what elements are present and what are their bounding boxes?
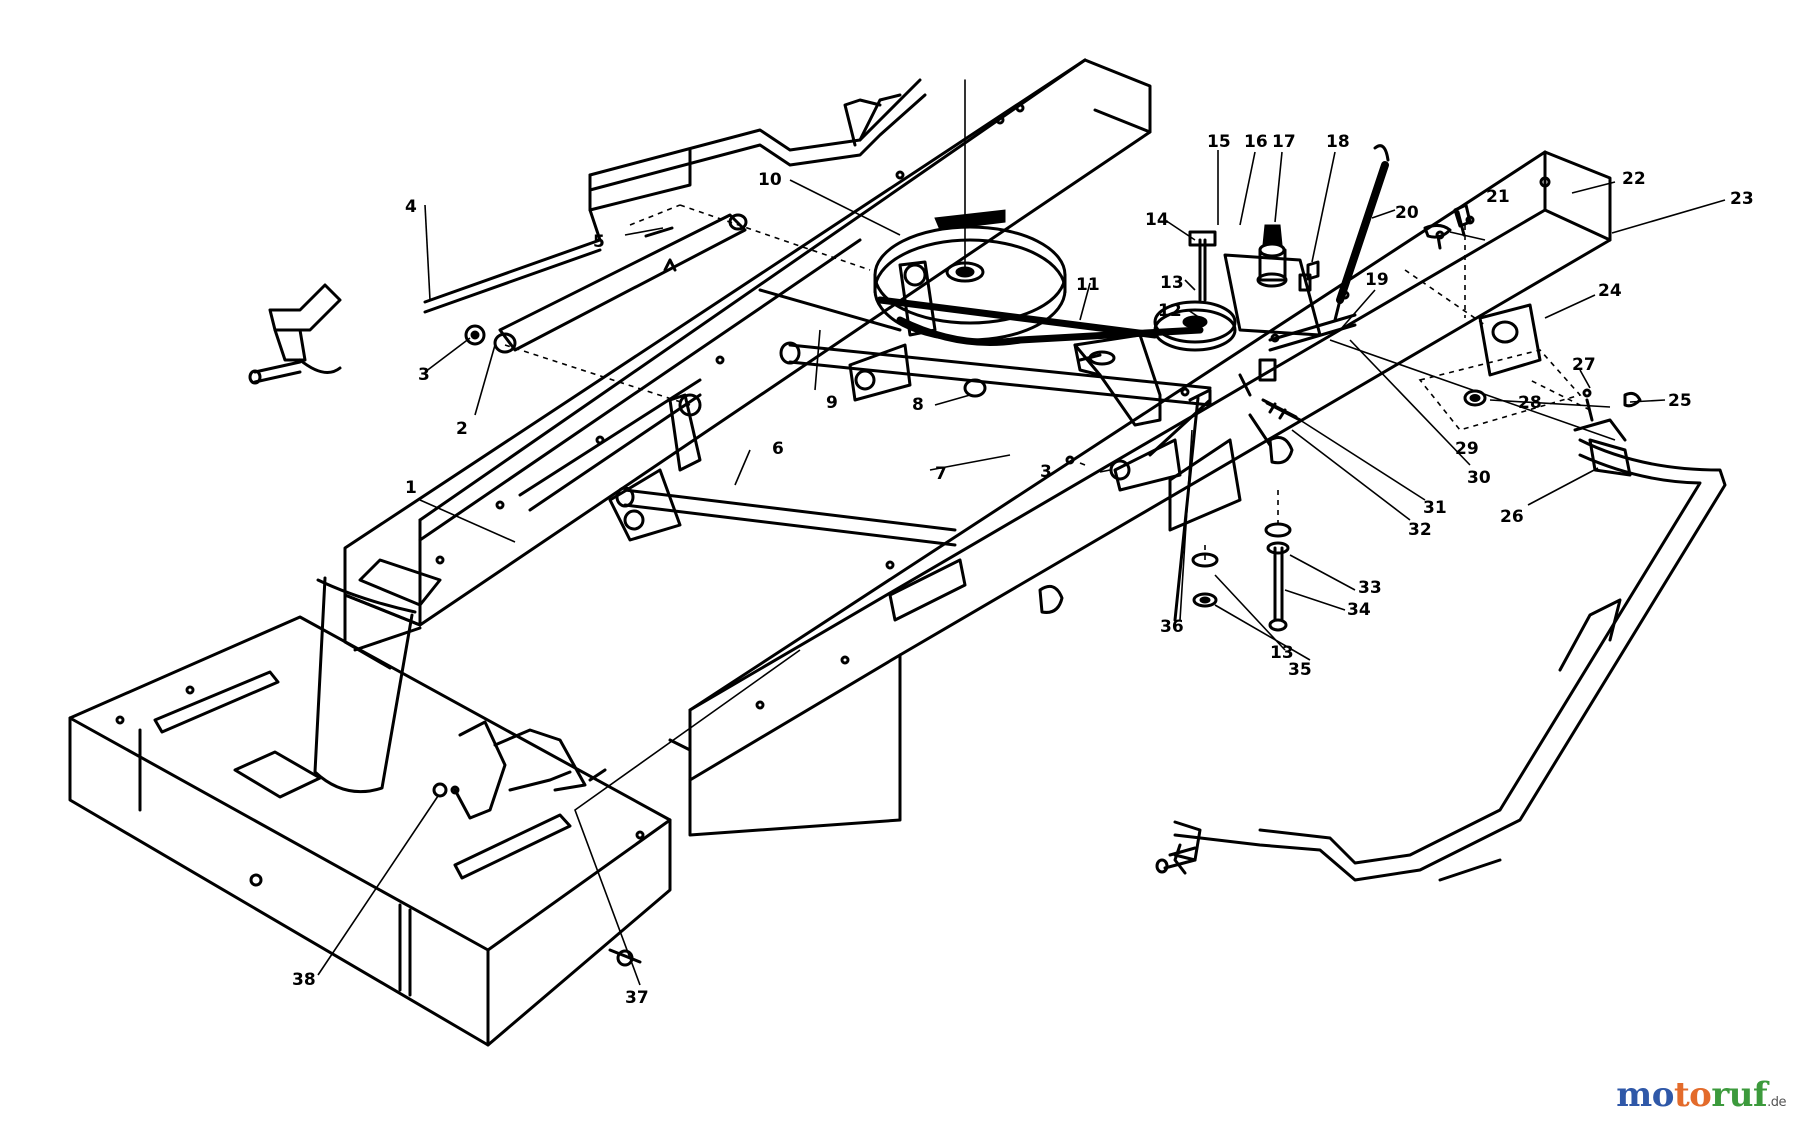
callout-1: 1 [405,478,417,498]
callout-35: 35 [1288,660,1312,680]
callout-24: 24 [1598,281,1622,301]
motoruf-watermark-logo: motoruf.de [1616,1075,1786,1115]
callout-32: 32 [1408,520,1432,540]
callout-9: 9 [826,393,838,413]
leader-lines [317,150,1726,986]
callout-37: 37 [625,988,649,1008]
callout-29: 29 [1455,439,1479,459]
left-control-rod [248,78,927,385]
callout-28: 28 [1518,393,1542,413]
callout-3-right: 3 [1040,462,1052,482]
callout-26: 26 [1500,507,1524,527]
callout-13-bottom: 13 [1270,643,1294,663]
small-fasteners [644,203,1594,632]
callout-23: 23 [1730,189,1754,209]
watermark-part-3: ruf [1711,1075,1768,1115]
watermark-part-1: mo [1616,1075,1674,1115]
right-frame-rail [668,150,1612,837]
steering-column [313,576,417,794]
callout-14: 14 [1145,210,1169,230]
callout-31: 31 [1423,498,1447,518]
callout-34: 34 [1347,600,1371,620]
tension-spring [1333,144,1390,322]
callout-36: 36 [1160,617,1184,637]
callout-3-left: 3 [418,365,430,385]
callout-2: 2 [456,419,468,439]
callout-10: 10 [758,170,782,190]
rear-control-rod [1155,391,1727,882]
callout-21: 21 [1486,187,1510,207]
callout-30: 30 [1467,468,1491,488]
bracket-24-28 [1418,303,1582,431]
callout-27: 27 [1572,355,1596,375]
watermark-tld: .de [1767,1095,1786,1110]
callout-8: 8 [912,395,924,415]
callout-13-top: 13 [1160,273,1184,293]
front-mount-plate [68,615,672,1047]
callout-5: 5 [593,232,605,252]
callout-18: 18 [1326,132,1350,152]
cross-tube [518,378,967,622]
callout-15: 15 [1207,132,1231,152]
drive-belt [876,209,1204,346]
callout-6: 6 [772,439,784,459]
callout-33: 33 [1358,578,1382,598]
left-frame-rail [343,58,1152,670]
callout-17: 17 [1272,132,1296,152]
rear-cross-tube [758,288,1212,407]
callout-25: 25 [1668,391,1692,411]
callout-12: 12 [1158,301,1182,321]
front-latch-bracket [432,720,607,820]
callout-labels: 1 2 3 3 4 5 6 7 8 9 10 11 12 13 13 14 15… [292,132,1754,1008]
callout-7: 7 [935,464,947,484]
callout-16: 16 [1244,132,1268,152]
callout-19: 19 [1365,270,1389,290]
callout-4: 4 [405,197,417,217]
callout-11: 11 [1076,275,1100,295]
watermark-part-2: to [1673,1075,1712,1115]
callout-38: 38 [292,970,316,990]
callout-20: 20 [1395,203,1419,223]
lift-link-left [464,213,748,354]
callout-22: 22 [1622,169,1646,189]
